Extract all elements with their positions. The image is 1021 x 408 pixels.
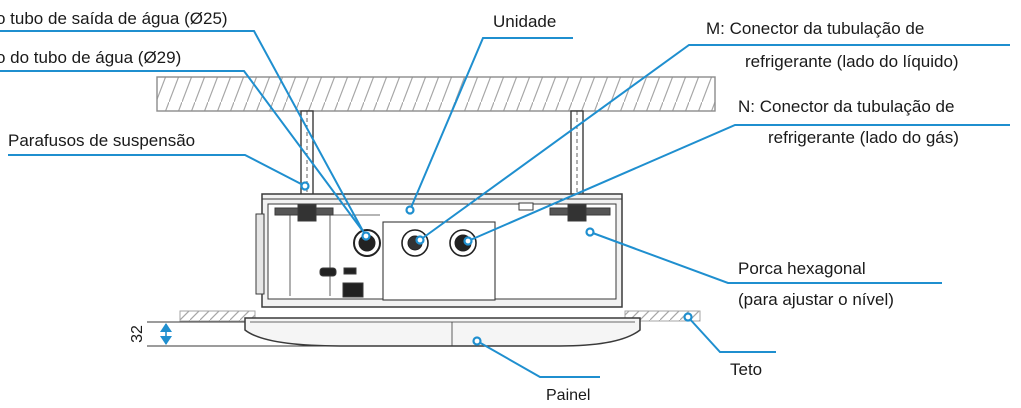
label-hex-nut-line1: Porca hexagonal [738, 259, 866, 278]
label-gas-connector-line1: N: Conector da tubulação de [738, 97, 955, 116]
indoor-unit [255, 193, 623, 308]
false-ceiling [179, 310, 701, 322]
label-hex-nut-line2: (para ajustar o nível) [738, 290, 894, 309]
leader-dots [300, 181, 693, 346]
label-gas-connector-line2: refrigerante (lado do gás) [768, 128, 959, 147]
label-water-pipe: o do tubo de água (Ø29) [0, 48, 182, 67]
decorative-panel [244, 317, 641, 347]
water-pipe-fitting [353, 229, 381, 257]
label-suspension-bolts: Parafusos de suspensão [8, 131, 196, 150]
label-liquid-connector-line1: M: Conector da tubulação de [706, 19, 925, 38]
label-liquid-connector-line2: refrigerante (lado do líquido) [745, 52, 959, 71]
label-outlet-pipe: o tubo de saída de água (Ø25) [0, 9, 228, 28]
dimension-value: 32 [129, 325, 146, 343]
leader-lines [0, 30, 1010, 378]
dimension-32 [147, 321, 460, 347]
label-panel: Painel [546, 387, 591, 404]
label-ceiling: Teto [730, 360, 763, 379]
structural-slab [156, 76, 716, 112]
label-unit: Unidade [493, 12, 557, 31]
